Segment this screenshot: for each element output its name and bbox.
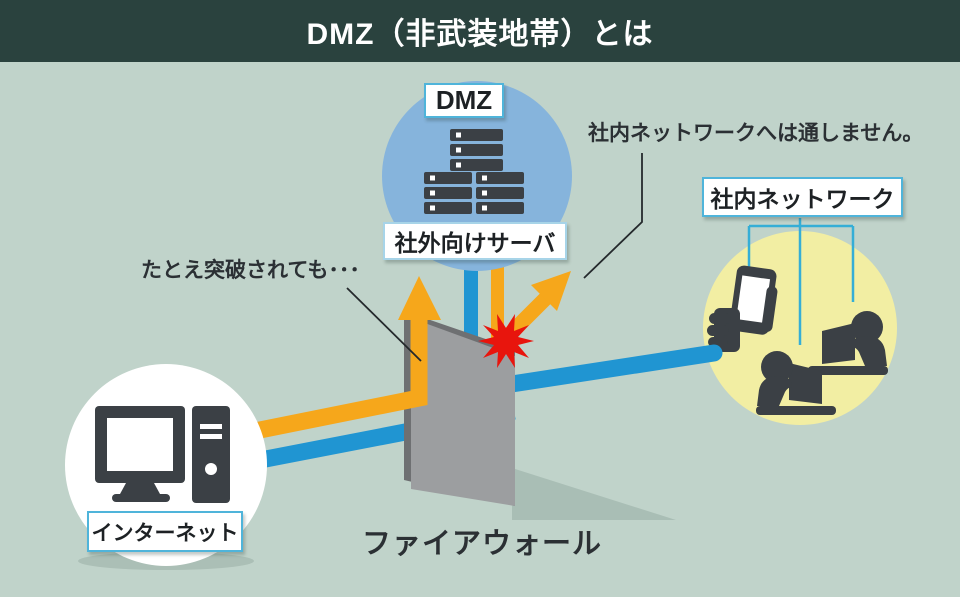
dmz-label: DMZ — [435, 85, 493, 115]
title-bar: DMZ（非武装地帯）とは — [0, 0, 960, 62]
leader-line-breached — [346, 287, 422, 362]
internal-network-label: 社内ネットワーク — [710, 186, 895, 212]
annotation-even-if-breached: たとえ突破されても･･･ — [141, 259, 360, 282]
internal-network-bracket-lines — [747, 218, 855, 345]
internal-network-label-box: 社内ネットワーク — [702, 177, 903, 217]
firewall-label: ファイアウォール — [362, 528, 603, 560]
smartphone-in-hand-icon — [707, 265, 778, 352]
annotation-not-passed: 社内ネットワークへは通しません。 — [588, 122, 924, 145]
person-laptop-icon — [756, 351, 836, 415]
external-server-label-box: 社外向けサーバ — [383, 222, 567, 260]
attack-arrow-blocked — [248, 276, 441, 441]
internet-label-box: インターネット — [87, 511, 243, 552]
server-rack-icon — [424, 129, 524, 214]
internet-label: インターネット — [91, 521, 239, 545]
dmz-label-box: DMZ — [424, 83, 504, 118]
person-laptop-icon — [808, 311, 888, 375]
page-title: DMZ（非武装地帯）とは — [306, 18, 654, 51]
firewall-wall — [411, 318, 515, 506]
leader-line-not-passed — [583, 153, 643, 279]
pipe-firewall-to-internal — [496, 344, 723, 394]
wall-shadow — [512, 468, 676, 520]
impact-star-icon — [478, 314, 534, 368]
pipe-dmz-attack — [491, 256, 504, 338]
external-server-label: 社外向けサーバ — [394, 230, 556, 256]
pipe-firewall-to-dmz — [464, 256, 478, 348]
desktop-computer-icon — [95, 406, 230, 503]
